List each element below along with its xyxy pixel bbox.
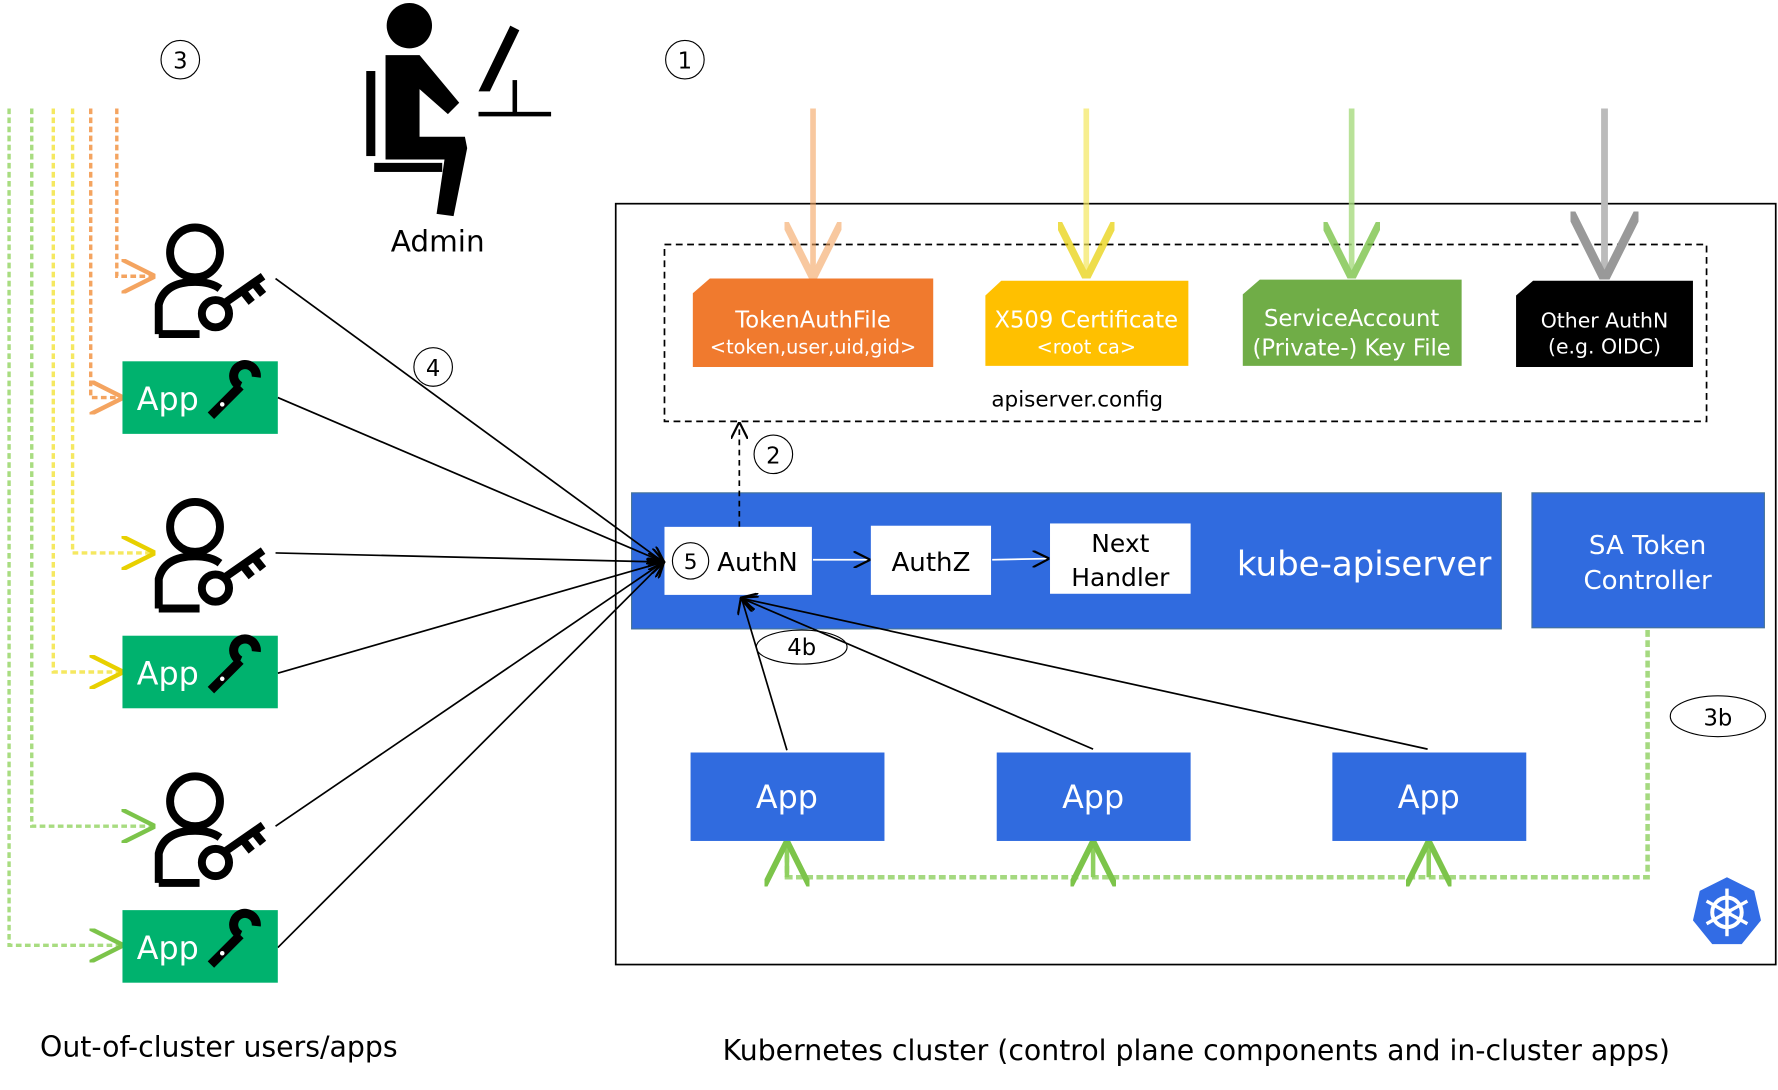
other-authn: Other AuthN (e.g. OIDC)	[1516, 280, 1693, 367]
authz-box	[870, 525, 992, 595]
svg-text:ServiceAccount: ServiceAccount	[1264, 306, 1439, 332]
cluster-boundary	[614, 202, 1777, 966]
key-tag-icon	[207, 360, 261, 419]
step-2: 2	[766, 443, 780, 469]
outside-app	[122, 360, 278, 434]
outside-app-label: App	[137, 931, 199, 967]
authz-next-arrow	[992, 559, 1048, 560]
apiserver-config-box	[663, 243, 1708, 423]
admin-config-lines	[7, 104, 1650, 945]
apiserver-config-label: apiserver.config	[991, 388, 1163, 413]
out-of-cluster-actors: App App App	[122, 223, 278, 983]
sa-controller-label-2: Controller	[1583, 566, 1712, 596]
outside-app-label: App	[137, 656, 199, 692]
svg-text:<root ca>: <root ca>	[1037, 335, 1136, 358]
in-cluster-app-3: App	[1398, 780, 1460, 816]
user-key-icon	[159, 776, 263, 883]
svg-text:(Private-) Key File: (Private-) Key File	[1253, 336, 1451, 362]
admin-label: Admin	[391, 224, 485, 258]
caption-out-of-cluster: Out-of-cluster users/apps	[40, 1030, 398, 1063]
user-key-icon	[159, 502, 263, 609]
step-5-circle	[671, 542, 710, 580]
kubernetes-logo-icon	[1692, 877, 1761, 945]
svg-text:<token,user,uid,gid>: <token,user,uid,gid>	[710, 335, 916, 358]
step-4: 4	[426, 356, 440, 382]
svg-text:X509 Certificate: X509 Certificate	[994, 307, 1178, 333]
in-cluster-app-1: App	[756, 780, 818, 816]
step-3b: 3b	[1704, 705, 1733, 731]
token-auth-file: TokenAuthFile <token,user,uid,gid>	[692, 278, 934, 367]
service-account-key-file: ServiceAccount (Private-) Key File	[1242, 279, 1462, 366]
caption-cluster: Kubernetes cluster (control plane compon…	[723, 1034, 1670, 1067]
next-handler-box	[1050, 523, 1191, 594]
next-handler-label-1: Next	[1091, 529, 1149, 558]
in-cluster-apps: App App App	[690, 752, 1527, 841]
kube-apiserver-label: kube-apiserver	[1237, 545, 1491, 585]
step-5: 5	[684, 550, 698, 575]
authn-label: AuthN	[717, 548, 798, 578]
step-3: 3	[173, 49, 187, 75]
step-1: 1	[678, 49, 692, 75]
user-key-icon	[154, 223, 267, 339]
in-cluster-app-2: App	[1062, 780, 1124, 816]
svg-text:(e.g. OIDC): (e.g. OIDC)	[1548, 334, 1661, 358]
step-4b: 4b	[787, 635, 816, 661]
sa-token-controller	[1531, 492, 1765, 629]
next-handler-label-2: Handler	[1071, 563, 1170, 592]
x509-certificate: X509 Certificate <root ca>	[985, 280, 1189, 366]
admin-icon	[366, 2, 552, 217]
authz-label: AuthZ	[891, 548, 970, 578]
authn-box	[664, 526, 812, 595]
outside-app-label: App	[137, 382, 199, 418]
sa-controller-label-1: SA Token	[1589, 531, 1706, 561]
svg-text:TokenAuthFile: TokenAuthFile	[734, 307, 890, 333]
config-files: TokenAuthFile <token,user,uid,gid> X509 …	[692, 278, 1693, 367]
svg-text:Other AuthN: Other AuthN	[1541, 308, 1669, 332]
authn-request-arrows	[275, 277, 1428, 949]
